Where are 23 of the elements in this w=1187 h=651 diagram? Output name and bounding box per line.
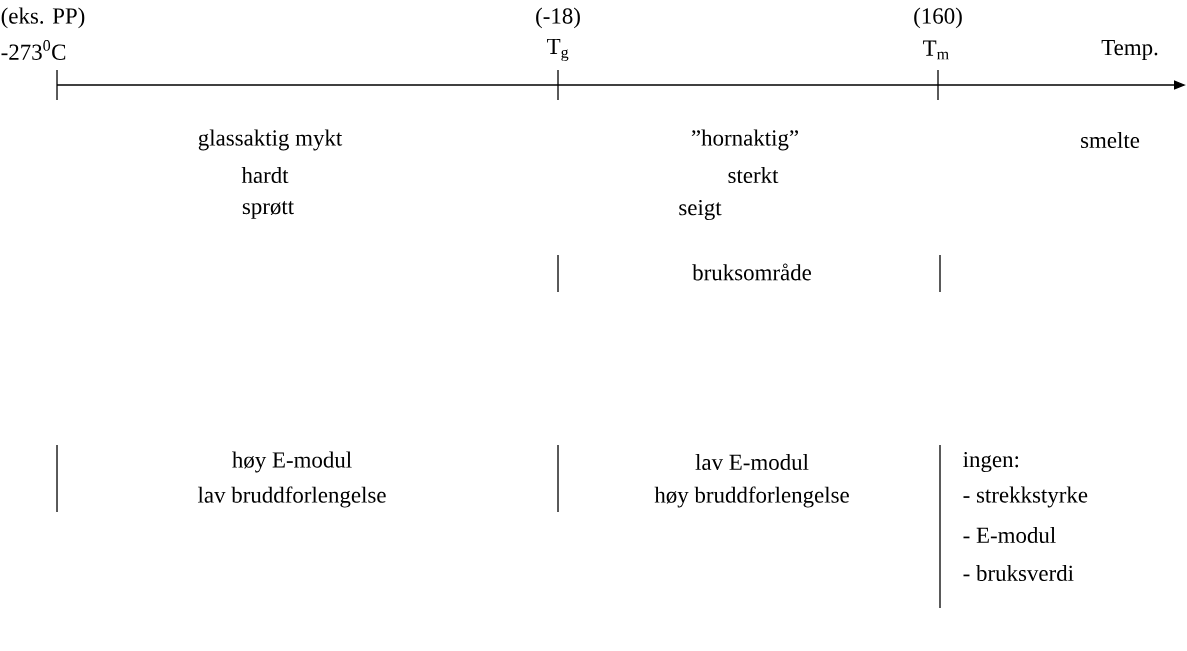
property-label: sterkt [728,166,779,184]
property-label: høy E-modul [232,451,352,473]
value-label: (160) [914,7,962,29]
value-label: (eks. PP) [1,7,85,29]
temperature-label: -273$^{0}$C [1,40,66,60]
temperature-label: T$_{m}$ [923,40,949,60]
property-label: seigt [679,199,722,221]
property-label: høy bruddforlengelse [654,486,849,508]
range-label: bruksområde [692,263,811,281]
property-label: hardt [241,166,289,184]
property-label: lav E-modul [695,453,809,471]
property-label: ”hornaktig” [691,129,798,151]
value-label: (-18) [536,7,580,29]
property-label: ingen: [963,451,1019,473]
list-item: - E-modul [963,526,1056,544]
list-item: - strekkstyrke [963,486,1088,508]
property-label: smelte [1081,131,1140,149]
property-label: lav bruddforlengelse [197,486,386,508]
property-label: glassaktig mykt [198,129,343,151]
axis-label: Temp. [1101,40,1158,60]
temperature-label: T$_{g}$ [547,38,569,62]
list-item: - bruksverdi [963,564,1074,582]
property-label: sprøtt [242,201,294,219]
